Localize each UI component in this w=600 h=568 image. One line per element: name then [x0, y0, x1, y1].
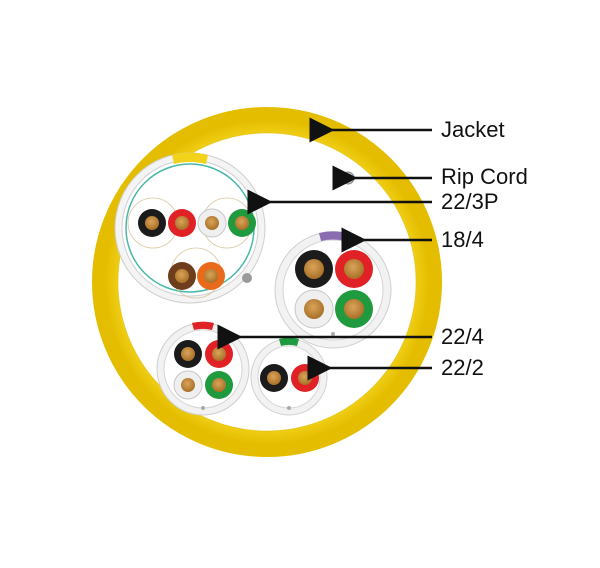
drain-wire — [242, 273, 252, 283]
conductor-black — [174, 340, 202, 368]
conductor-red — [168, 209, 196, 237]
label-22-4: 22/4 — [441, 324, 484, 349]
stripe-yellow — [172, 152, 208, 164]
conductor-red — [205, 340, 233, 368]
cable-22-3p — [114, 152, 266, 304]
stripe-red — [192, 321, 214, 330]
cable-22-2 — [250, 337, 328, 416]
rip-cord — [341, 171, 355, 185]
leader-arrows — [217, 117, 432, 381]
label-rip-cord: Rip Cord — [441, 164, 528, 189]
label-18-4: 18/4 — [441, 227, 484, 252]
conductor-black — [138, 209, 166, 237]
conductor-brown — [168, 262, 196, 290]
label-22-2: 22/2 — [441, 355, 484, 380]
conductor-green — [228, 209, 256, 237]
conductor-black — [260, 364, 288, 392]
conductor-white — [197, 208, 227, 238]
stripe-purple — [319, 231, 347, 241]
conductor-white — [173, 370, 203, 400]
conductor-black — [295, 250, 333, 288]
label-jacket: Jacket — [441, 117, 505, 142]
stripe-green — [279, 337, 299, 346]
conductor-green — [335, 290, 373, 328]
jacket — [92, 107, 442, 457]
conductor-red — [291, 364, 319, 392]
conductor-orange — [197, 262, 225, 290]
conductor-green — [205, 371, 233, 399]
label-22-3p: 22/3P — [441, 189, 499, 214]
cable-22-4 — [156, 321, 250, 416]
conductor-white — [294, 289, 334, 329]
cable-18-4 — [274, 231, 392, 349]
conductor-red — [335, 250, 373, 288]
